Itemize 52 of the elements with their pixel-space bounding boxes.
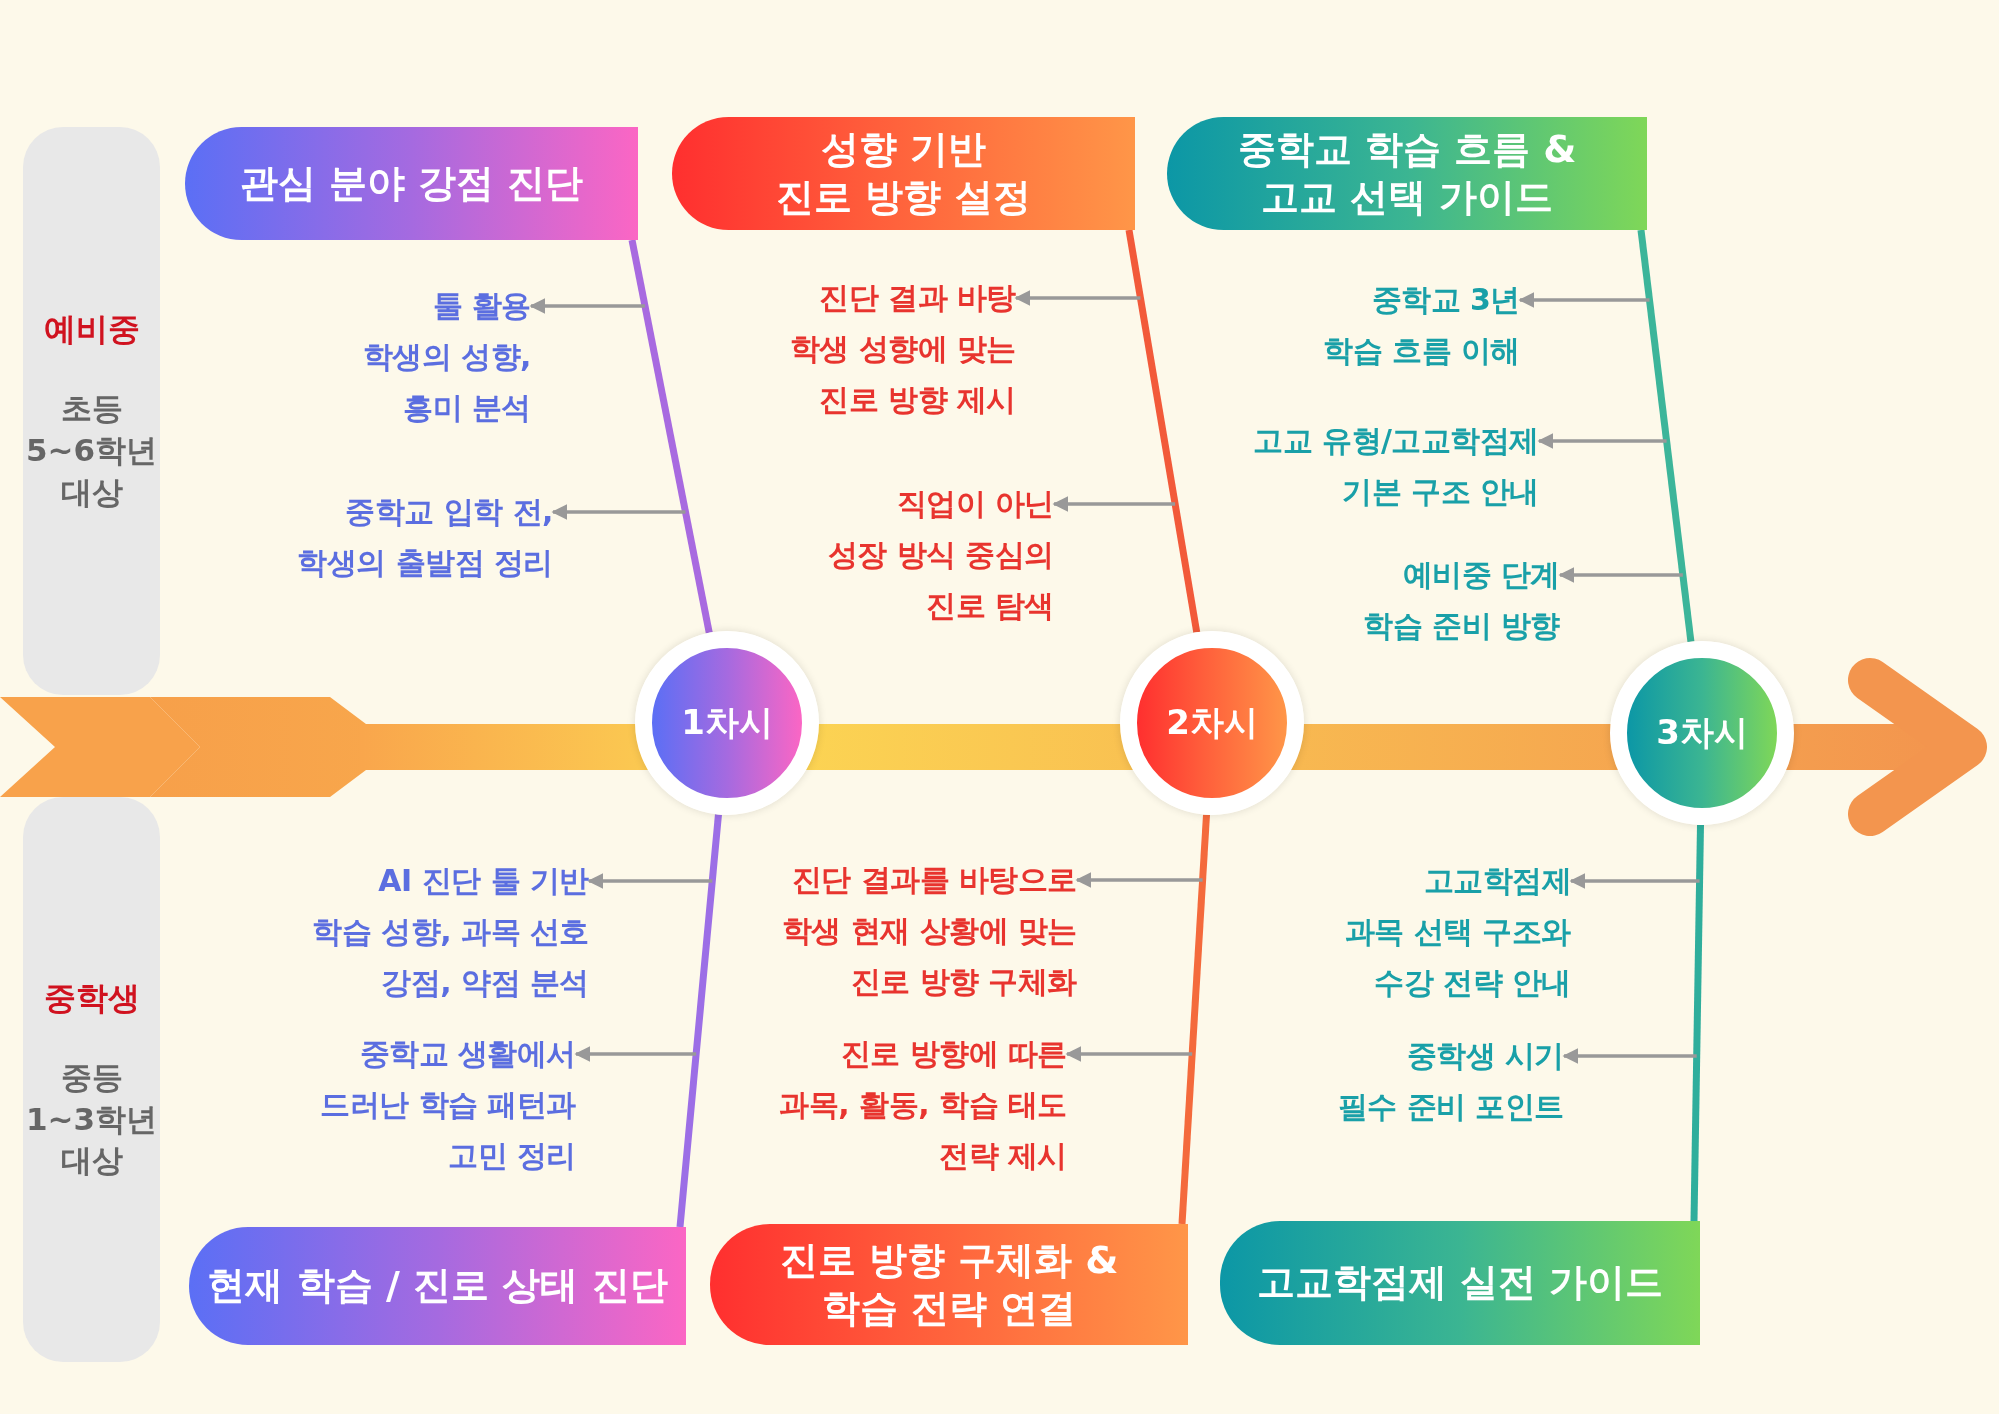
- description-text: 진단 결과 바탕 학생 성향에 맞는 진로 방향 제시: [789, 272, 1016, 425]
- arrow: [587, 873, 713, 889]
- topic-banner: [710, 1224, 1188, 1345]
- description-text: 중학생 시기 필수 준비 포인트: [1337, 1030, 1564, 1132]
- description-text: 툴 활용 학생의 성향, 흥미 분석: [362, 280, 531, 433]
- banner-title: 중학교 학습 흐름 & 고교 선택 가이드: [1237, 126, 1577, 221]
- arrow: [1052, 496, 1176, 512]
- description-text: 중학교 생활에서 드러난 학습 패턴과 고민 정리: [320, 1028, 576, 1181]
- topic-banner: [1220, 1221, 1700, 1345]
- arrow: [1065, 1046, 1193, 1062]
- session-label: 1차시: [681, 701, 773, 744]
- arrow: [1569, 873, 1700, 889]
- description-text: 진단 결과를 바탕으로 학생 현재 상황에 맞는 진로 방향 구체화: [781, 854, 1077, 1007]
- arrow: [1562, 1048, 1697, 1064]
- fishbone-line: [676, 814, 722, 1228]
- arrow: [1518, 292, 1650, 308]
- banner-title: 진로 방향 구체화 & 학습 전략 연결: [779, 1237, 1119, 1332]
- arrow: [574, 1046, 697, 1062]
- topic-banner: [185, 127, 638, 240]
- description-text: 고교학점제 과목 선택 구조와 수강 전략 안내: [1344, 855, 1571, 1008]
- panel-heading: 중학생: [43, 977, 140, 1019]
- panel-text: 초등 5~6학년 대상: [25, 389, 158, 512]
- fishbone-line: [1637, 229, 1695, 643]
- topic-banner: [189, 1227, 686, 1345]
- session-label: 2차시: [1166, 701, 1258, 744]
- topic-banner: [672, 117, 1135, 230]
- fishbone-line: [1178, 814, 1210, 1225]
- description-text: 직업이 아닌 성장 방식 중심의 진로 탐색: [827, 478, 1054, 631]
- description-text: 진로 방향에 따른 과목, 활동, 학습 태도 전략 제시: [779, 1028, 1067, 1181]
- panel-heading: 예비중: [43, 309, 140, 351]
- arrow: [529, 298, 645, 314]
- session-label: 3차시: [1656, 711, 1748, 754]
- arrow: [1537, 433, 1667, 449]
- arrow: [1014, 290, 1141, 306]
- description-text: AI 진단 툴 기반 학습 성향, 과목 선호 강점, 약점 분석: [312, 855, 589, 1008]
- banner-title: 성향 기반 진로 방향 설정: [776, 126, 1031, 221]
- banner-title: 관심 분야 강점 진단: [239, 159, 584, 207]
- description-text: 중학교 3년 학습 흐름 이해: [1323, 274, 1520, 376]
- arrow: [1075, 872, 1203, 888]
- description-text: 고교 유형/고교학점제 기본 구조 안내: [1253, 415, 1539, 517]
- arrow: [551, 504, 686, 520]
- side-panel: [23, 797, 160, 1362]
- arrow: [1558, 567, 1683, 583]
- topic-banner: [1167, 117, 1647, 230]
- fishbone-line: [628, 239, 713, 634]
- banner-title: 고교학점제 실전 가이드: [1256, 1259, 1664, 1307]
- description-text: 예비중 단계 학습 준비 방향: [1363, 549, 1560, 651]
- fishbone-line: [1690, 824, 1704, 1222]
- panel-text: 중등 1~3학년 대상: [25, 1057, 158, 1181]
- banner-title: 현재 학습 / 진로 상태 진단: [207, 1262, 668, 1310]
- fishbone-line: [1125, 229, 1201, 633]
- description-text: 중학교 입학 전, 학생의 출발점 정리: [297, 486, 553, 588]
